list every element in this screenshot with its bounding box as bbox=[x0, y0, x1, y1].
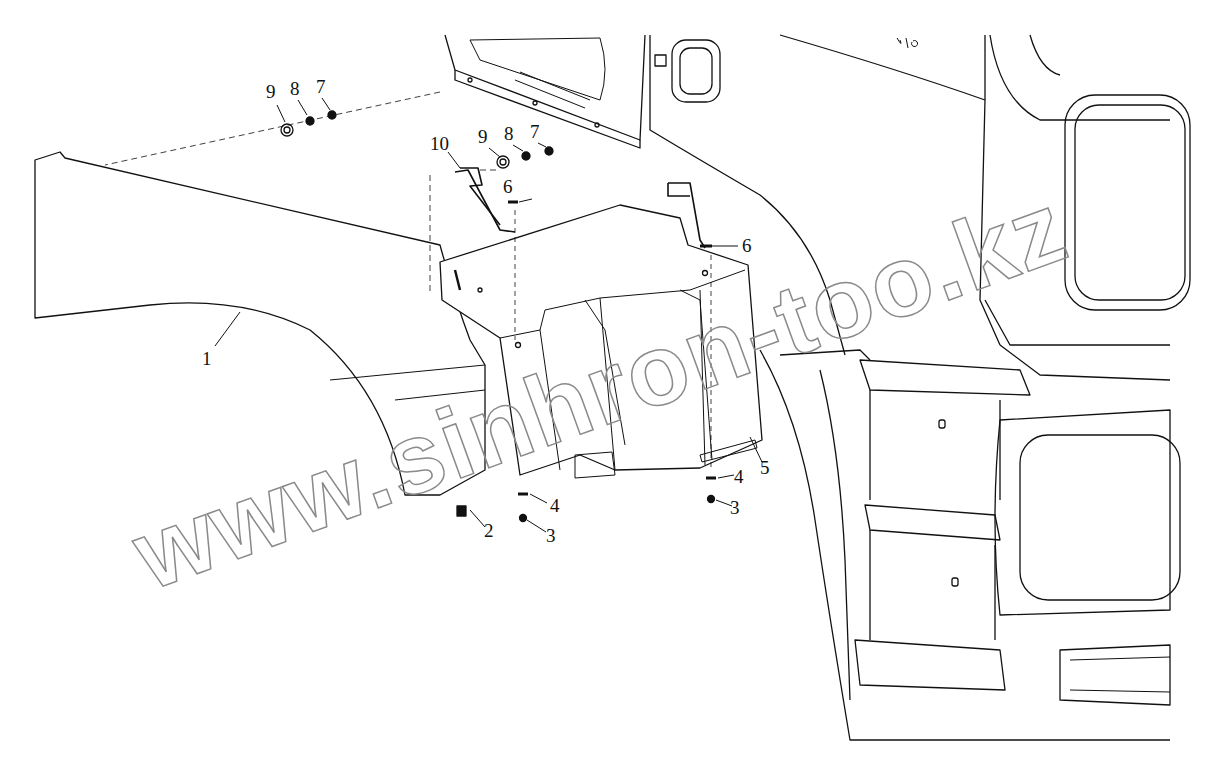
callout-number: 9 bbox=[478, 127, 488, 146]
callout-number: 1 bbox=[202, 349, 212, 368]
callout-number: 6 bbox=[742, 236, 752, 255]
callout-number: 7 bbox=[530, 122, 540, 141]
callout-number: 10 bbox=[430, 134, 449, 153]
callout-number: 8 bbox=[504, 124, 514, 143]
callout-number: 9 bbox=[266, 82, 276, 101]
callout-number: 3 bbox=[730, 498, 740, 517]
callout-number: 7 bbox=[316, 77, 326, 96]
callout-number: 2 bbox=[484, 521, 494, 540]
callout-number: 8 bbox=[290, 79, 300, 98]
callout-number: 3 bbox=[546, 526, 556, 545]
callout-number: 4 bbox=[734, 467, 744, 486]
callout-number: 4 bbox=[550, 496, 560, 515]
callout-number: 5 bbox=[760, 458, 770, 477]
callout-number: 6 bbox=[503, 177, 513, 196]
